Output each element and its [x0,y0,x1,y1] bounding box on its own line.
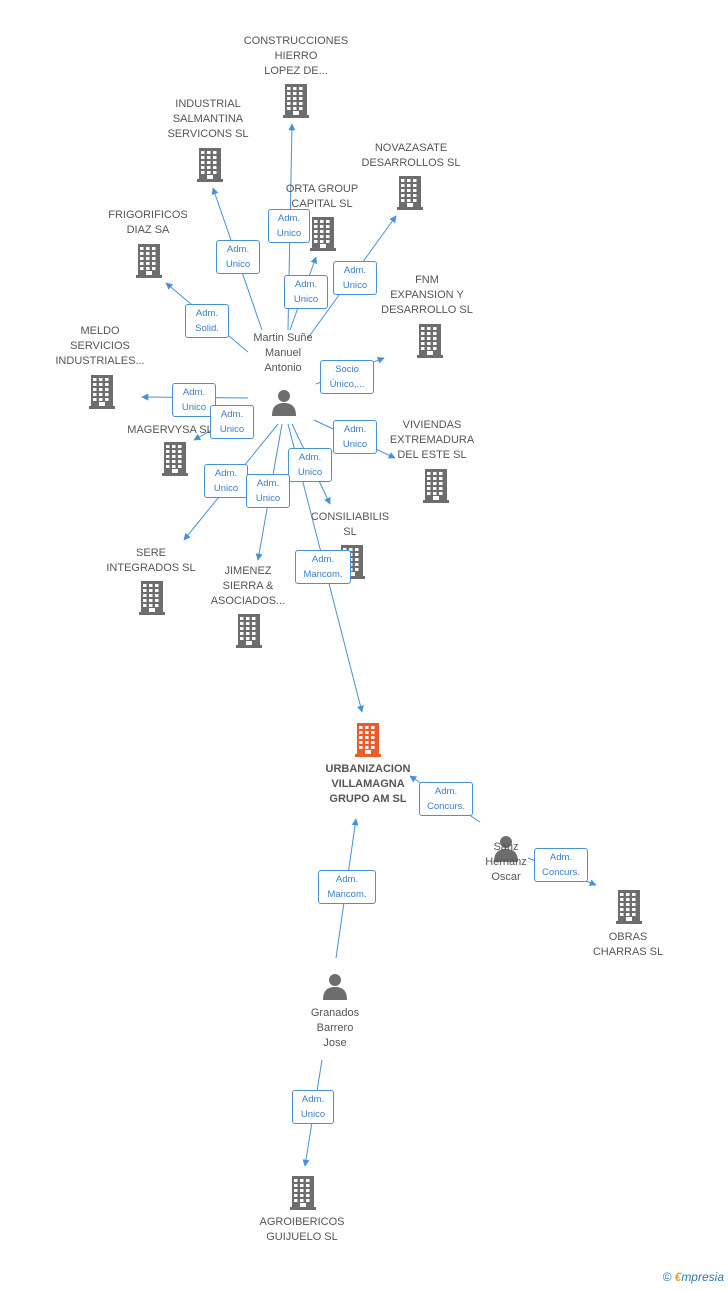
company-label[interactable]: OBRAS CHARRAS SL [592,931,664,958]
company-label[interactable]: INDUSTRIAL SALMANTINA SERVICONS SL [167,98,249,140]
relation-label: Adm. Concurs. [534,848,588,882]
relation-label: Adm. Unico [333,261,377,295]
company-building-icon[interactable] [397,176,423,215]
company-label[interactable]: MAGERVYSA SL [127,424,213,436]
relation-label: Adm. Unico [288,448,332,482]
company-label[interactable]: CONSTRUCCIONES HIERRO LOPEZ DE... [243,35,349,77]
company-label[interactable]: JIMENEZ SIERRA & ASOCIADOS... [210,565,286,607]
relation-label: Adm. Unico [204,464,248,498]
relation-label: Adm. Concurs. [419,782,473,816]
relation-label: Adm. Unico [172,383,216,417]
relation-label: Adm. Unico [333,420,377,454]
company-building-icon[interactable] [423,469,449,508]
company-label[interactable]: FNM EXPANSION Y DESARROLLO SL [381,274,473,316]
relation-label: Adm. Unico [268,209,310,243]
company-building-icon[interactable] [283,84,309,123]
relation-label: Adm. Unico [216,240,260,274]
relation-label: Adm. Mancom. [295,550,351,584]
main-company-building-icon[interactable] [355,723,381,762]
empresia-logo: ©€mpresia [662,1270,724,1284]
relation-label: Adm. Mancom. [318,870,376,904]
company-building-icon[interactable] [616,890,642,929]
relation-label: Adm. Unico [292,1090,334,1124]
company-label[interactable]: MELDO SERVICIOS INDUSTRIALES... [55,325,145,367]
person-icon[interactable] [492,834,520,867]
company-building-icon[interactable] [136,244,162,283]
relation-label: Adm. Solid. [185,304,229,338]
company-building-icon[interactable] [310,217,336,256]
relation-label: Adm. Unico [284,275,328,309]
company-label[interactable]: AGROIBERICOS GUIJUELO SL [259,1216,345,1243]
person-icon[interactable] [321,972,349,1005]
company-label[interactable]: FRIGORIFICOS DIAZ SA [108,209,188,236]
person-label[interactable]: Granados Barrero Jose [310,1007,360,1049]
company-building-icon[interactable] [417,324,443,363]
company-label[interactable]: NOVAZASATE DESARROLLOS SL [361,142,461,169]
person-label[interactable]: Martin Suñe Manuel Antonio [253,332,313,374]
company-building-icon[interactable] [89,375,115,414]
company-building-icon[interactable] [236,614,262,653]
company-building-icon[interactable] [197,148,223,187]
person-label[interactable]: Sanz Hernanz Oscar [485,841,527,883]
company-building-icon[interactable] [162,442,188,481]
person-icon[interactable] [270,388,298,421]
company-label[interactable]: URBANIZACION VILLAMAGNA GRUPO AM SL [325,763,411,805]
relation-label: Socio Único,... [320,360,374,394]
company-label[interactable]: CONSILIABILIS SL [310,511,390,538]
company-label[interactable]: VIVIENDAS EXTREMADURA DEL ESTE SL [389,419,475,461]
company-building-icon[interactable] [290,1176,316,1215]
company-label[interactable]: SERE INTEGRADOS SL [106,547,196,574]
relation-label: Adm. Unico [246,474,290,508]
company-label[interactable]: ORTA GROUP CAPITAL SL [285,183,359,210]
relation-label: Adm. Unico [210,405,254,439]
company-building-icon[interactable] [139,581,165,620]
